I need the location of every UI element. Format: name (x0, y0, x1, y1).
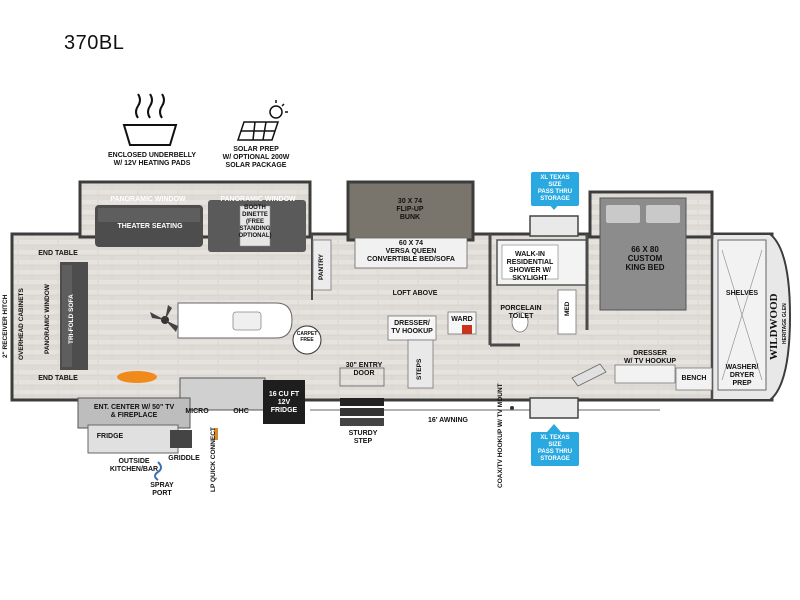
kitchen-counter (179, 377, 266, 411)
tri-fold-sofa-label: TRI-FOLD SOFA (68, 294, 75, 344)
ent-center-label: ENT. CENTER W/ 50" TV & FIREPLACE (93, 404, 175, 419)
panoramic-window-label-2: PANORAMIC WINDOW (220, 196, 296, 203)
ward-label: WARD (451, 316, 473, 323)
med-label: MED (564, 301, 571, 316)
outside-kitchen (87, 424, 179, 454)
model-title: 370BL (64, 32, 125, 54)
awning-label: 16' AWNING (428, 417, 468, 424)
end-table-top-label: END TABLE (38, 250, 78, 257)
washer-dryer-label: WASHER/ DRYER PREP (725, 364, 759, 387)
booth-dinette-label: BOOTH DINETTE (FREE STANDING OPTIONAL) (238, 205, 272, 239)
sturdy-step-icon (340, 398, 384, 426)
storage-top-callout: XL TEXAS SIZE PASS THRU STORAGE (531, 172, 579, 206)
outside-kitchen-label: OUTSIDE KITCHEN/BAR (109, 458, 159, 473)
versa-queen (354, 237, 468, 269)
loft-above-label: LOFT ABOVE (392, 290, 438, 297)
carpet-free-seal (292, 325, 322, 355)
bench-label: BENCH (681, 375, 707, 382)
brand-sub: HERITAGE GLEN (782, 303, 788, 344)
pantry (312, 239, 332, 291)
ceiling-fan-icon (150, 305, 178, 332)
dresser-tv-label: DRESSER/ TV HOOKUP (391, 320, 433, 335)
solar-icon (236, 100, 288, 141)
spray-port-icon (154, 461, 162, 481)
panoramic-window-side-label: PANORAMIC WINDOW (44, 284, 51, 354)
receiver-hitch-label: 2" RECEIVER HITCH (2, 294, 9, 358)
carpet-free-label: CARPET FREE (296, 331, 318, 343)
theater-seating-label: THEATER SEATING (117, 223, 183, 230)
fridge-12v-label: 16 CU FT 12V FRIDGE (268, 391, 300, 414)
bedroom-dresser-label: DRESSER W/ TV HOOKUP (623, 350, 677, 365)
brand-logo: WILDWOOD (768, 293, 780, 360)
panoramic-window-label-1: PANORAMIC WINDOW (110, 196, 186, 203)
flip-up-bunk-label: 30 X 74 FLIP-UP BUNK (396, 198, 424, 221)
lp-connect (214, 428, 218, 440)
storage-door-top (529, 215, 579, 237)
loft-steps (407, 339, 434, 389)
bathroom-vanity (557, 289, 577, 335)
ohc-label: OHC (233, 408, 249, 415)
storage-door-bottom (529, 397, 579, 419)
heating-icon (122, 93, 178, 146)
king-bed-label: 66 X 80 CUSTOM KING BED (625, 245, 665, 272)
coax-hookup-icon (510, 406, 514, 410)
bedroom-dresser (614, 364, 676, 384)
ent-center (77, 397, 191, 429)
versa-queen-label: 60 X 74 VERSA QUEEN CONVERTIBLE BED/SOFA (367, 240, 455, 263)
end-table-bottom-label: END TABLE (38, 375, 78, 382)
bedroom-door (571, 363, 607, 387)
outside-fridge-label: FRIDGE (96, 433, 124, 440)
sturdy-step-label: STURDY STEP (348, 430, 378, 445)
steps-label: STEPS (416, 358, 423, 380)
toilet (511, 311, 529, 333)
lp-connect-label: LP QUICK CONNECT (210, 427, 217, 492)
spray-port-label: SPRAY PORT (150, 482, 174, 497)
underbelly-label: ENCLOSED UNDERBELLY W/ 12V HEATING PADS (107, 152, 197, 167)
fireplace (117, 371, 157, 383)
shelves-label: SHELVES (725, 290, 759, 297)
griddle-label: GRIDDLE (168, 455, 200, 462)
overhead-cabinets-label: OVERHEAD CABINETS (18, 288, 25, 360)
micro-label: MICRO (185, 408, 209, 415)
bench (675, 367, 713, 391)
entry-door (339, 367, 385, 387)
shower-label: WALK-IN RESIDENTIAL SHOWER W/ SKYLIGHT (506, 251, 554, 282)
solar-label: SOLAR PREP W/ OPTIONAL 200W SOLAR PACKAG… (222, 146, 290, 169)
fridge-12v (263, 380, 305, 424)
pantry-label: PANTRY (318, 254, 325, 280)
toilet-label: PORCELAIN TOILET (500, 305, 542, 320)
coax-tv-label: COAX/TV HOOKUP W/ TV MOUNT (497, 383, 504, 488)
entry-door-label: 30" ENTRY DOOR (345, 362, 383, 377)
storage-bottom-callout: XL TEXAS SIZE PASS THRU STORAGE (531, 432, 579, 466)
